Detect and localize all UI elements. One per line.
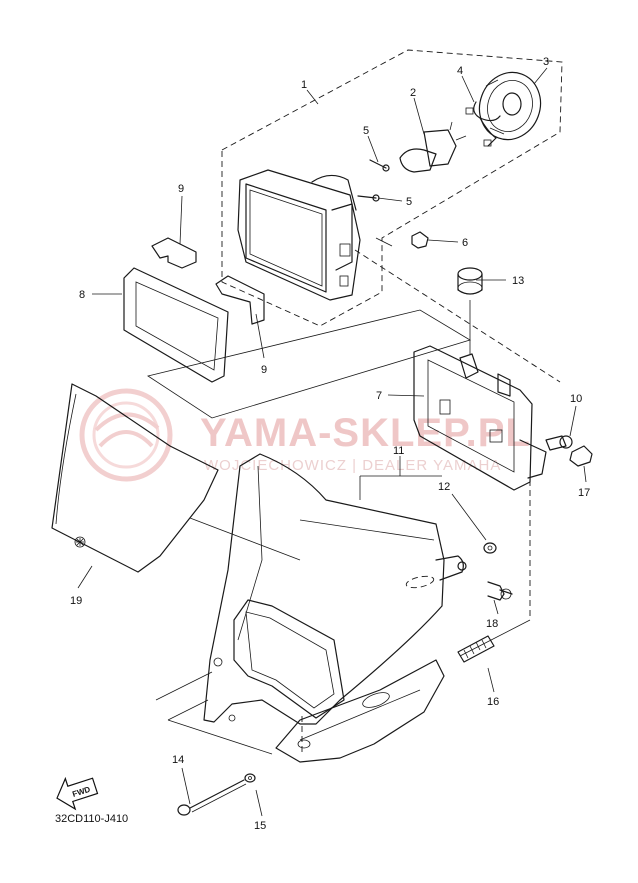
guide-line <box>375 237 393 247</box>
socket-wire <box>473 101 501 147</box>
fwd-arrow-icon: FWD <box>56 776 99 811</box>
washer-lower <box>244 773 256 783</box>
callout-5-upper: 5 <box>363 125 369 137</box>
callout-3: 3 <box>543 56 549 68</box>
drawing-code: 32CD110-J410 <box>55 813 128 825</box>
screw-lower <box>357 194 380 202</box>
assembly-boundary <box>221 49 563 327</box>
watermark-subtitle: WOJCIECHOWICZ | DEALER YAMAHA <box>204 457 501 474</box>
socket-terminal-2 <box>465 107 474 115</box>
callout-10: 10 <box>570 393 582 405</box>
callout-4: 4 <box>457 65 463 77</box>
damper-strip-upper <box>151 237 197 269</box>
callout-9-upper: 9 <box>178 183 184 195</box>
windshield-guide <box>189 517 301 561</box>
callout-2: 2 <box>410 87 416 99</box>
windshield <box>51 383 219 573</box>
callout-9-lower: 9 <box>261 364 267 376</box>
callout-6: 6 <box>462 237 468 249</box>
washer-upper <box>483 542 497 554</box>
callout-5-lower: 5 <box>406 196 412 208</box>
guide-line-collar <box>459 619 531 657</box>
bolt-cowling <box>487 581 513 601</box>
watermark-title: YAMA-SKLEP.PL <box>200 411 531 455</box>
screw-upper <box>369 159 390 172</box>
assembly-guide-line <box>354 249 561 383</box>
callout-19: 19 <box>70 595 82 607</box>
lens-damper <box>123 267 229 383</box>
callout-11: 11 <box>393 445 404 457</box>
headlight-cowling <box>203 453 467 725</box>
callout-13: 13 <box>512 275 524 287</box>
callout-17: 17 <box>578 487 590 499</box>
cowling-side-panel <box>275 659 445 763</box>
collar-spring <box>457 635 495 663</box>
callout-7: 7 <box>376 390 382 402</box>
callout-12: 12 <box>438 481 450 493</box>
socket-terminal <box>483 139 492 147</box>
nut-bracket <box>569 445 593 467</box>
grommet <box>457 267 483 295</box>
bolt-bracket <box>545 435 573 451</box>
damper-guide-frame <box>147 309 471 419</box>
leader-lines <box>77 67 587 817</box>
headlight-unit <box>237 169 361 301</box>
callout-15: 15 <box>254 820 266 832</box>
callout-labels: 1 2 3 4 5 5 6 7 8 9 9 10 11 12 13 14 15 … <box>70 56 590 832</box>
cowling-guide-frame <box>155 671 273 755</box>
damper-strip-lower <box>215 275 265 325</box>
bulb-cover <box>478 71 542 141</box>
clip-nut <box>411 231 429 249</box>
callout-1: 1 <box>301 79 307 91</box>
bulb <box>399 121 467 173</box>
callout-8: 8 <box>79 289 85 301</box>
long-bolt <box>177 779 247 816</box>
callout-18: 18 <box>486 618 498 630</box>
callout-16: 16 <box>487 696 499 708</box>
watermark-logo <box>79 388 173 482</box>
callout-14: 14 <box>172 754 184 766</box>
